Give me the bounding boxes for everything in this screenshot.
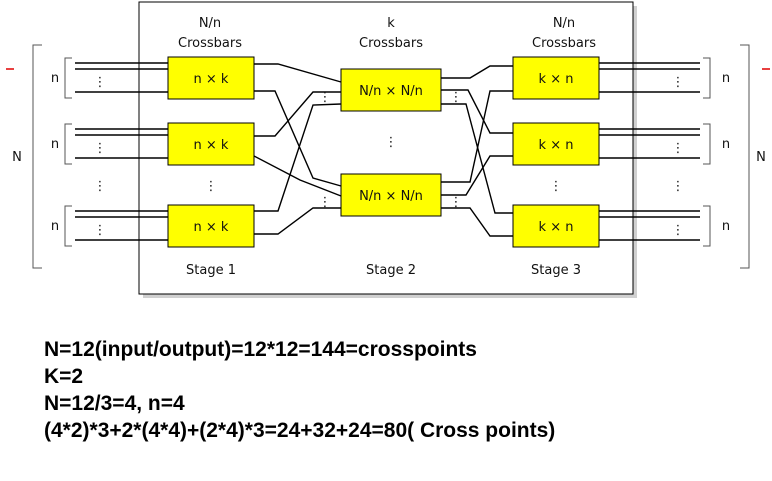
stage3-crossbar-label: k × n bbox=[539, 220, 574, 235]
group-label-n: n bbox=[722, 137, 730, 152]
right-group-brackets: n n n N bbox=[703, 44, 766, 269]
group-label-n: n bbox=[51, 137, 59, 152]
stage2-heading-line1: k bbox=[387, 16, 395, 31]
stage2-crossbar-label: N/n × N/n bbox=[359, 189, 423, 204]
stage3-crossbar: k × n bbox=[512, 122, 600, 166]
dots: ⋮ bbox=[94, 141, 107, 156]
stage1-crossbar: n × k bbox=[167, 122, 255, 166]
input-lines bbox=[75, 62, 168, 241]
calc-line-2: K=2 bbox=[44, 365, 84, 388]
calc-line-4: (4*2)*3+2*(4*4)+(2*4)*3=24+32+24=80( Cro… bbox=[44, 419, 556, 442]
dots: ⋮ bbox=[205, 179, 218, 194]
total-label-N: N bbox=[12, 150, 22, 165]
stage1-caption: Stage 1 bbox=[186, 263, 236, 278]
stage1-crossbar-label: n × k bbox=[194, 72, 229, 87]
stage3-crossbar: k × n bbox=[512, 56, 600, 100]
stage1-crossbar: n × k bbox=[167, 56, 255, 100]
group-label-n: n bbox=[51, 71, 59, 86]
stage2-crossbar: N/n × N/n bbox=[340, 173, 442, 217]
stage2-to-stage3-wiring bbox=[441, 65, 513, 237]
crosspoint-calculation: N=12(input/output)=12*12=144=crosspoints… bbox=[44, 336, 555, 444]
stage3-caption: Stage 3 bbox=[531, 263, 581, 278]
dots: ⋮ bbox=[672, 179, 685, 194]
stage3-heading-line2: Crossbars bbox=[532, 36, 596, 51]
three-stage-switch-diagram: N/n Crossbars k Crossbars N/n Crossbars … bbox=[6, 1, 770, 298]
stage3-crossbar-label: k × n bbox=[539, 72, 574, 87]
stage3-crossbar-label: k × n bbox=[539, 138, 574, 153]
dots: ⋮ bbox=[550, 179, 563, 194]
left-group-brackets: n n n N bbox=[12, 44, 72, 269]
dots: ⋮ bbox=[450, 90, 463, 105]
stage1-to-stage2-wiring bbox=[253, 63, 342, 235]
dots-group: ⋮ ⋮ ⋮ ⋮ ⋮ ⋮ ⋮ ⋮ ⋮ ⋮ ⋮ ⋮ ⋮ ⋮ ⋮ bbox=[94, 75, 685, 238]
output-lines bbox=[599, 62, 700, 241]
group-label-n: n bbox=[722, 219, 730, 234]
stage2-caption: Stage 2 bbox=[366, 263, 416, 278]
dots: ⋮ bbox=[672, 141, 685, 156]
calc-line-3: N=12/3=4, n=4 bbox=[44, 392, 185, 415]
calc-line-1: N=12(input/output)=12*12=144=crosspoints bbox=[44, 338, 477, 361]
stage1-crossbar: n × k bbox=[167, 204, 255, 248]
group-label-n: n bbox=[722, 71, 730, 86]
stage3-heading-line1: N/n bbox=[553, 16, 575, 31]
stage1-crossbar-label: n × k bbox=[194, 138, 229, 153]
stage2-heading-line2: Crossbars bbox=[359, 36, 423, 51]
dots: ⋮ bbox=[672, 223, 685, 238]
dots: ⋮ bbox=[672, 75, 685, 90]
total-label-N: N bbox=[756, 150, 766, 165]
dots: ⋮ bbox=[94, 223, 107, 238]
dots: ⋮ bbox=[319, 195, 332, 210]
stage1-heading-line1: N/n bbox=[199, 16, 221, 31]
dots: ⋮ bbox=[319, 90, 332, 105]
stage1-crossbar-label: n × k bbox=[194, 220, 229, 235]
dots: ⋮ bbox=[94, 75, 107, 90]
dots: ⋮ bbox=[385, 135, 398, 150]
dots: ⋮ bbox=[450, 195, 463, 210]
stage2-crossbar: N/n × N/n bbox=[340, 68, 442, 112]
group-label-n: n bbox=[51, 219, 59, 234]
stage1-heading-line2: Crossbars bbox=[178, 36, 242, 51]
stage2-crossbar-label: N/n × N/n bbox=[359, 84, 423, 99]
dots: ⋮ bbox=[94, 179, 107, 194]
stage3-crossbar: k × n bbox=[512, 204, 600, 248]
